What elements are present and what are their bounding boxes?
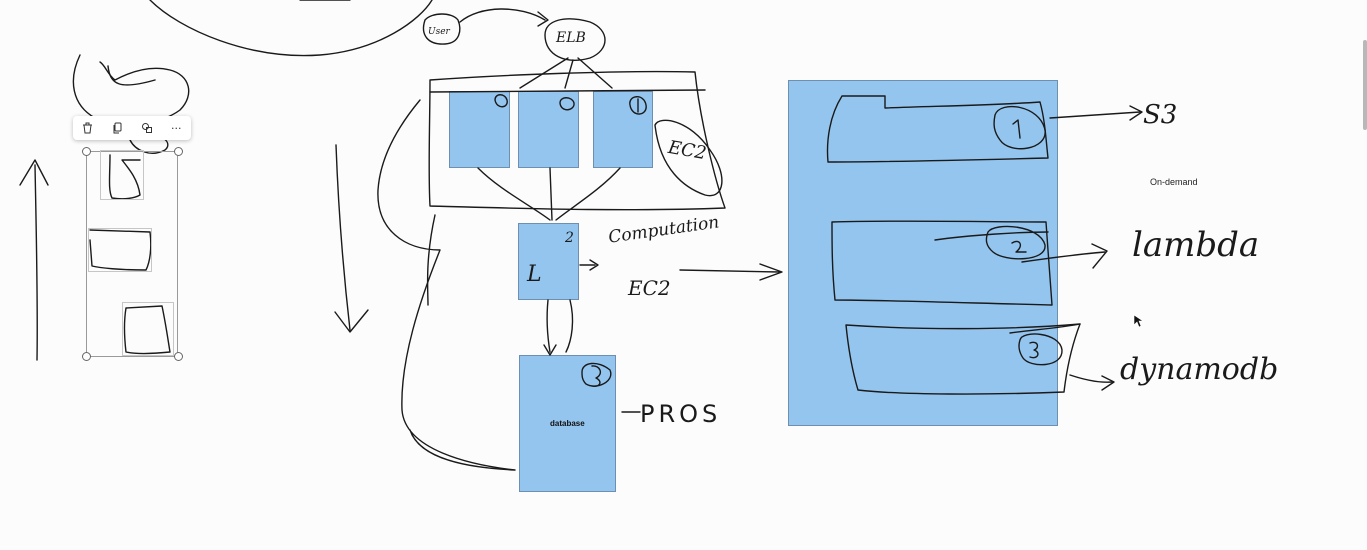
- num-circle-1: [494, 94, 508, 108]
- outer-blob: [377, 99, 516, 471]
- storage-shape-1: [826, 95, 1049, 163]
- db-num: [591, 365, 602, 388]
- box1-to-lambda: [477, 167, 551, 221]
- pros-label: PROS: [640, 400, 722, 428]
- box3-to-lambda: [555, 167, 621, 221]
- thumb-frame-3: [122, 302, 174, 356]
- storage-num-2: [1011, 240, 1027, 253]
- mouse-cursor-icon: [1133, 314, 1144, 328]
- copy-icon[interactable]: [107, 118, 127, 138]
- lambda-to-db-2: [565, 299, 574, 353]
- lambda-box-num: 2: [565, 230, 574, 246]
- lambda-to-db-1: [546, 299, 551, 353]
- elb-circle: [544, 18, 606, 61]
- resize-handle-bottom-right[interactable]: [174, 352, 183, 361]
- thumb-item-3: [123, 305, 171, 355]
- thumb-frame-2: [88, 228, 152, 272]
- elb-arrow-head: [537, 11, 549, 27]
- lambda-box[interactable]: [518, 223, 579, 300]
- thumb-item-1: [108, 154, 141, 200]
- outer-blob-2: [426, 214, 436, 306]
- down-arrow-head: [334, 309, 369, 333]
- trash-icon[interactable]: [78, 118, 98, 138]
- storage-line-3: [1009, 323, 1081, 334]
- ec2-short-label: EC2: [628, 276, 671, 300]
- storage-shape-3: [845, 323, 1081, 395]
- database-box[interactable]: [519, 355, 616, 492]
- storage-circle-2: [985, 225, 1046, 260]
- thumb-item-2: [89, 229, 152, 271]
- db-num-circle: [581, 362, 612, 387]
- to-s3-arrow: [1049, 111, 1141, 119]
- dynamodb-label: dynamodb: [1120, 352, 1279, 387]
- thumb-shape: [72, 54, 190, 126]
- instance-box-2[interactable]: [518, 91, 579, 168]
- resize-handle-top-right[interactable]: [174, 147, 183, 156]
- up-arrow-head: [19, 159, 49, 186]
- group-line: [429, 89, 706, 93]
- shapes-icon[interactable]: [137, 118, 157, 138]
- lambda-box-label: L: [527, 262, 542, 287]
- on-demand-label: On-demand: [1150, 177, 1198, 187]
- database-label: database: [550, 419, 585, 428]
- thumb-curve: [107, 65, 156, 86]
- elb-arrow-2: [564, 59, 574, 89]
- user-label: User: [428, 27, 450, 37]
- storage-shape-2: [831, 220, 1053, 306]
- instance-box-1[interactable]: [449, 91, 510, 168]
- storage-line-2: [934, 231, 1049, 241]
- ec2-to-storage-head: [759, 263, 783, 281]
- elb-label: ELB: [556, 30, 586, 46]
- s3-label: S3: [1143, 100, 1178, 130]
- ec2-to-storage: [679, 269, 781, 273]
- lambda-label: lambda: [1132, 225, 1260, 265]
- to-lambda-head: [1091, 243, 1108, 269]
- ec2-oval: [654, 119, 723, 197]
- up-arrow-line: [34, 164, 38, 361]
- down-arrow-line: [335, 144, 351, 331]
- group-outline: [428, 70, 726, 211]
- lambda-arrow-head: [589, 259, 599, 271]
- resize-handle-top-left[interactable]: [82, 147, 91, 156]
- selection-toolbar: ···: [73, 116, 191, 140]
- instance-box-3[interactable]: [593, 91, 653, 168]
- thumb-frame-1: [100, 150, 144, 200]
- storage-num-1: [1012, 119, 1021, 139]
- to-s3-head: [1129, 105, 1143, 121]
- db-arrow-head: [543, 344, 557, 356]
- elb-arrow-1: [519, 57, 569, 89]
- thumb-scribble: [129, 137, 169, 154]
- storage-num-3: [1029, 341, 1039, 359]
- more-options-button[interactable]: ···: [171, 121, 182, 135]
- user-to-elb: [459, 8, 546, 23]
- num-circle-2: [559, 97, 575, 111]
- selection-frame[interactable]: [86, 151, 178, 357]
- arc-stroke: [149, 0, 433, 57]
- storage-circle-1: [993, 105, 1046, 150]
- user-circle: [422, 13, 461, 45]
- num-circle-3: [629, 96, 647, 115]
- resize-handle-bottom-left[interactable]: [82, 352, 91, 361]
- to-lambda-arrow: [1021, 251, 1106, 263]
- vertical-scrollbar[interactable]: [1363, 40, 1367, 130]
- to-dynamo-arrow: [1069, 374, 1113, 383]
- storage-circle-3: [1018, 333, 1063, 366]
- to-dynamo-head: [1101, 375, 1115, 391]
- box2-to-lambda: [549, 167, 553, 221]
